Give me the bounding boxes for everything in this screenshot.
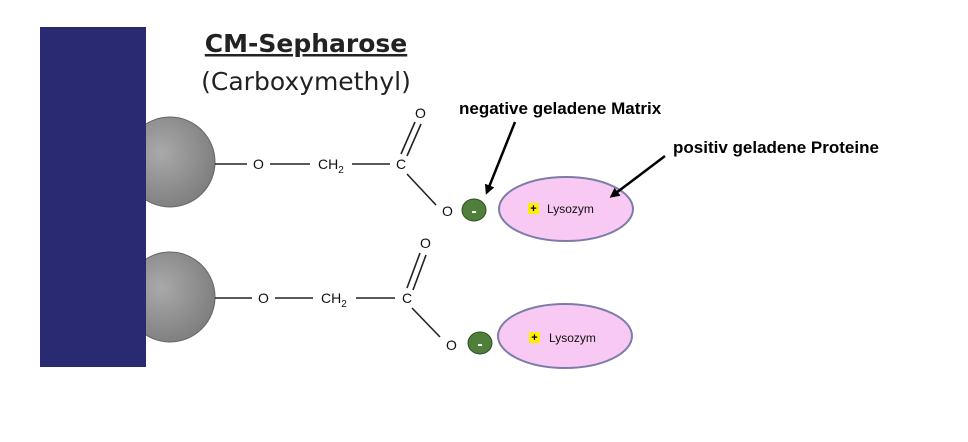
protein-label-top: Lysozym: [547, 202, 594, 216]
minus-sign-bottom: -: [477, 336, 482, 353]
ether-oxygen-top: O: [253, 156, 264, 172]
chain-bottom: O CH2 C O O: [215, 235, 457, 353]
ch2-top: CH2: [318, 156, 344, 176]
minus-sign-top: -: [471, 203, 476, 220]
carbonyl-oxygen-top: O: [415, 105, 426, 121]
annotation-negative-matrix: negative geladene Matrix: [459, 99, 662, 118]
plus-sign-bottom: +: [531, 332, 537, 344]
arrow-to-matrix: [484, 121, 517, 195]
protein-lysozym-bottom: + Lysozym: [497, 303, 633, 369]
carbon-bottom: C: [402, 290, 412, 306]
negative-charge-top: -: [461, 198, 487, 222]
ether-oxygen-bottom: O: [258, 290, 269, 306]
annotation-positive-proteins: positiv geladene Proteine: [673, 138, 879, 157]
plus-badge-top: [528, 203, 539, 214]
arrow-to-protein: [609, 155, 666, 198]
diagram-subtitle: (Carboxymethyl): [201, 67, 411, 96]
anion-oxygen-top: O: [442, 203, 453, 219]
negative-charge-bottom: -: [467, 331, 493, 355]
protein-lysozym-top: + Lysozym: [498, 176, 634, 242]
carbonyl-oxygen-bottom: O: [420, 235, 431, 251]
carbon-top: C: [396, 156, 406, 172]
ch2-bottom: CH2: [321, 290, 347, 310]
plus-sign-top: +: [530, 203, 536, 215]
protein-label-bottom: Lysozym: [549, 331, 596, 345]
matrix-bar: [40, 27, 146, 367]
chain-top: O CH2 C O O: [215, 105, 453, 219]
plus-badge-bottom: [529, 332, 540, 343]
anion-oxygen-bottom: O: [446, 337, 457, 353]
diagram-title: CM-Sepharose: [205, 29, 407, 58]
